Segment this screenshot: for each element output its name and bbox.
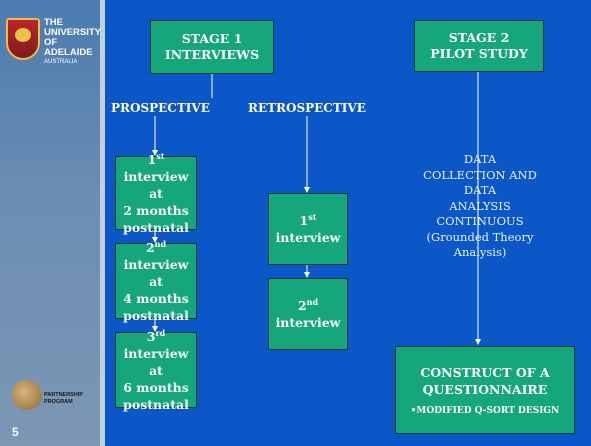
slide-number: 5 — [12, 425, 19, 439]
partner-logo-text: PARTNERSHIP PROGRAM — [44, 392, 83, 405]
university-crest-icon — [6, 18, 40, 60]
stage1-box: STAGE 1 INTERVIEWS — [150, 20, 274, 74]
prospective-interview-2: 2nd interview at 4 months postnatal — [115, 239, 197, 323]
sidebar: THE UNIVERSITY OF ADELAIDE AUSTRALIA PAR… — [0, 0, 105, 446]
questionnaire-box: CONSTRUCT OF A QUESTIONNAIRE •MODIFIED Q… — [395, 346, 575, 434]
retrospective-interview-1: 1st interview — [268, 193, 348, 265]
stage2-box: STAGE 2 PILOT STUDY — [414, 20, 544, 72]
data-analysis-note: DATA COLLECTION AND DATA ANALYSIS CONTIN… — [423, 152, 537, 259]
sidebar-divider — [100, 0, 105, 446]
retrospective-interview-2: 2nd interview — [268, 278, 348, 350]
retrospective-label: RETROSPECTIVE — [248, 101, 366, 115]
university-logo-text: THE UNIVERSITY OF ADELAIDE AUSTRALIA — [44, 17, 102, 66]
prospective-label: PROSPECTIVE — [111, 101, 210, 115]
prospective-interview-1: 1st interview at 2 months postnatal — [115, 151, 197, 235]
partner-logo-icon — [12, 380, 42, 410]
prospective-interview-3: 3rd interview at 6 months postnatal — [115, 328, 197, 412]
